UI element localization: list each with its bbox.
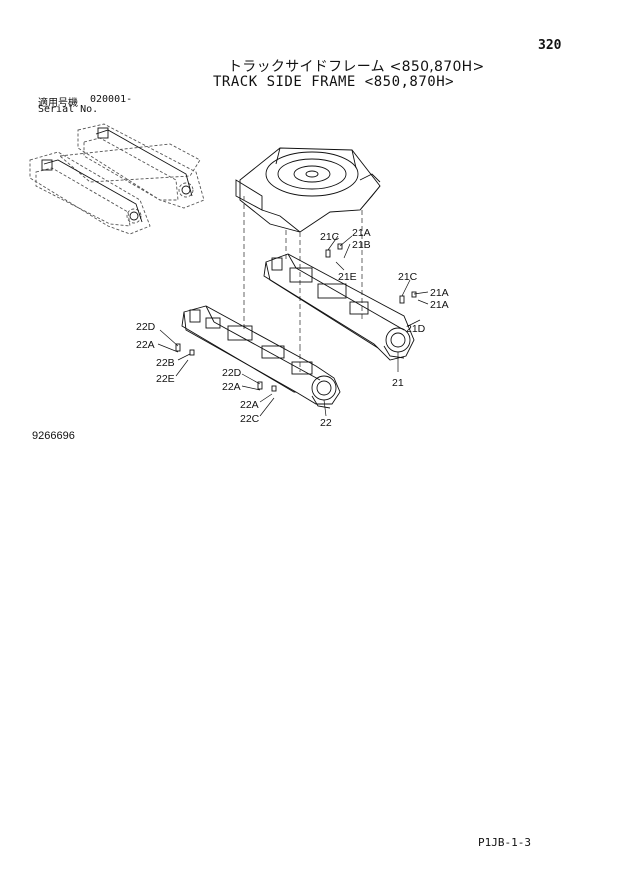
callout-21c-b: 21C xyxy=(398,271,418,283)
callout-22a-b: 22A xyxy=(222,381,241,393)
serial-label-jp: 適用号機 xyxy=(38,98,78,109)
serial-value: 020001- xyxy=(90,94,133,105)
callout-21a-a: 21A xyxy=(352,227,371,239)
callout-21a-b: 21A xyxy=(430,287,449,299)
callout-21e: 21E xyxy=(338,271,357,283)
footer-code: P1JB-1-3 xyxy=(478,836,531,849)
upper-frame xyxy=(235,147,381,233)
callout-22: 22 xyxy=(320,417,332,429)
callout-22d-a: 22D xyxy=(136,321,156,333)
track-frame-22 xyxy=(181,305,341,409)
overview-thumbnail xyxy=(29,123,205,235)
callout-22b: 22B xyxy=(156,357,175,369)
callout-21: 21 xyxy=(392,377,404,389)
serial-label-en: Serial No. xyxy=(38,104,99,115)
callout-21c-a: 21C xyxy=(320,231,340,243)
overview-thumbnail-solid xyxy=(41,127,193,223)
callout-22d-b: 22D xyxy=(222,367,242,379)
title-english: TRACK SIDE FRAME <850,870H> xyxy=(213,74,455,90)
callout-22a-a: 22A xyxy=(136,339,155,351)
track-frame-21 xyxy=(263,253,415,361)
callout-22e: 22E xyxy=(156,373,175,385)
callout-22a-c: 22A xyxy=(240,399,259,411)
page-number: 320 xyxy=(538,38,562,53)
callout-22c: 22C xyxy=(240,413,260,425)
figure-id: 9266696 xyxy=(32,430,75,442)
leader-lines xyxy=(157,235,429,417)
callout-21d: 21D xyxy=(406,323,426,335)
callout-labels: 21C 21A 21B 21E 21C 21A 21A 21D 21 22D 2… xyxy=(136,227,449,429)
callout-21b: 21B xyxy=(352,239,371,251)
projection-lines xyxy=(243,196,363,372)
callout-21a-c: 21A xyxy=(430,299,449,311)
title-japanese: トラックサイドフレーム <850,870H> xyxy=(228,59,485,75)
